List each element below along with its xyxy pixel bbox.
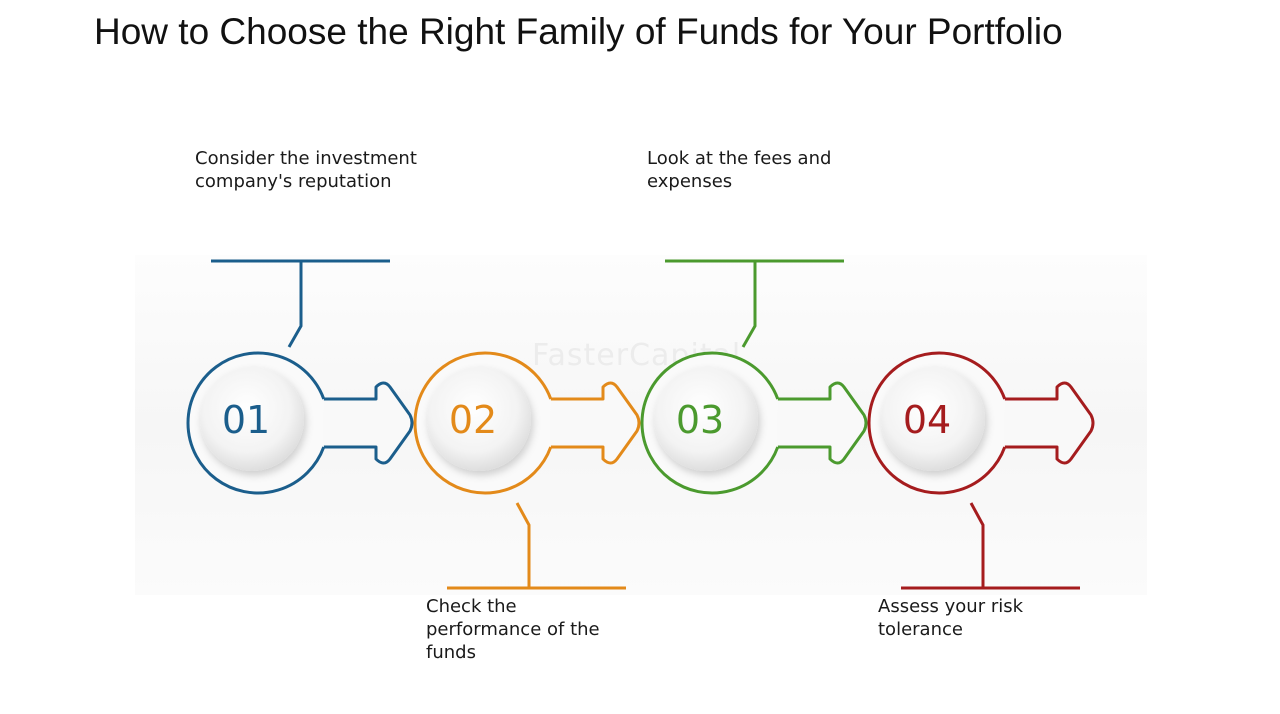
step-1-disc (200, 367, 304, 471)
step-1-arrow-fill (323, 383, 412, 463)
step-1-arrow-outline (323, 381, 414, 465)
step-4-arrow-fill (1004, 383, 1093, 463)
step-1: 01 (186, 259, 414, 495)
step-1-text: Consider the investment company's reputa… (195, 148, 417, 192)
step-2-connector (447, 502, 626, 590)
step-3-arrow-outline (777, 381, 868, 465)
step-3-connector (665, 259, 844, 348)
step-4-text: Assess your risk tolerance (878, 596, 1024, 640)
step-4-number: 04 (903, 398, 951, 442)
step-3-number: 03 (676, 398, 724, 442)
step-1-connector (211, 259, 390, 348)
step-4-arrow-outline (1004, 381, 1095, 465)
step-4-disc (881, 367, 985, 471)
step-2-text: Check the performance of the funds (426, 596, 600, 663)
step-2: 02 (413, 351, 641, 590)
page-title: How to Choose the Right Family of Funds … (94, 11, 1063, 52)
step-1-number: 01 (222, 398, 270, 442)
step-3-arrow-fill (777, 383, 866, 463)
step-4: 04 (867, 351, 1095, 590)
step-2-disc (427, 367, 531, 471)
step-3-disc (654, 367, 758, 471)
step-2-arrow-outline (550, 381, 641, 465)
step-4-connector (901, 502, 1080, 590)
step-3-text: Look at the fees and expenses (647, 148, 832, 192)
step-2-number: 02 (449, 398, 497, 442)
step-3: 03 (640, 259, 868, 495)
step-2-arrow-fill (550, 383, 639, 463)
